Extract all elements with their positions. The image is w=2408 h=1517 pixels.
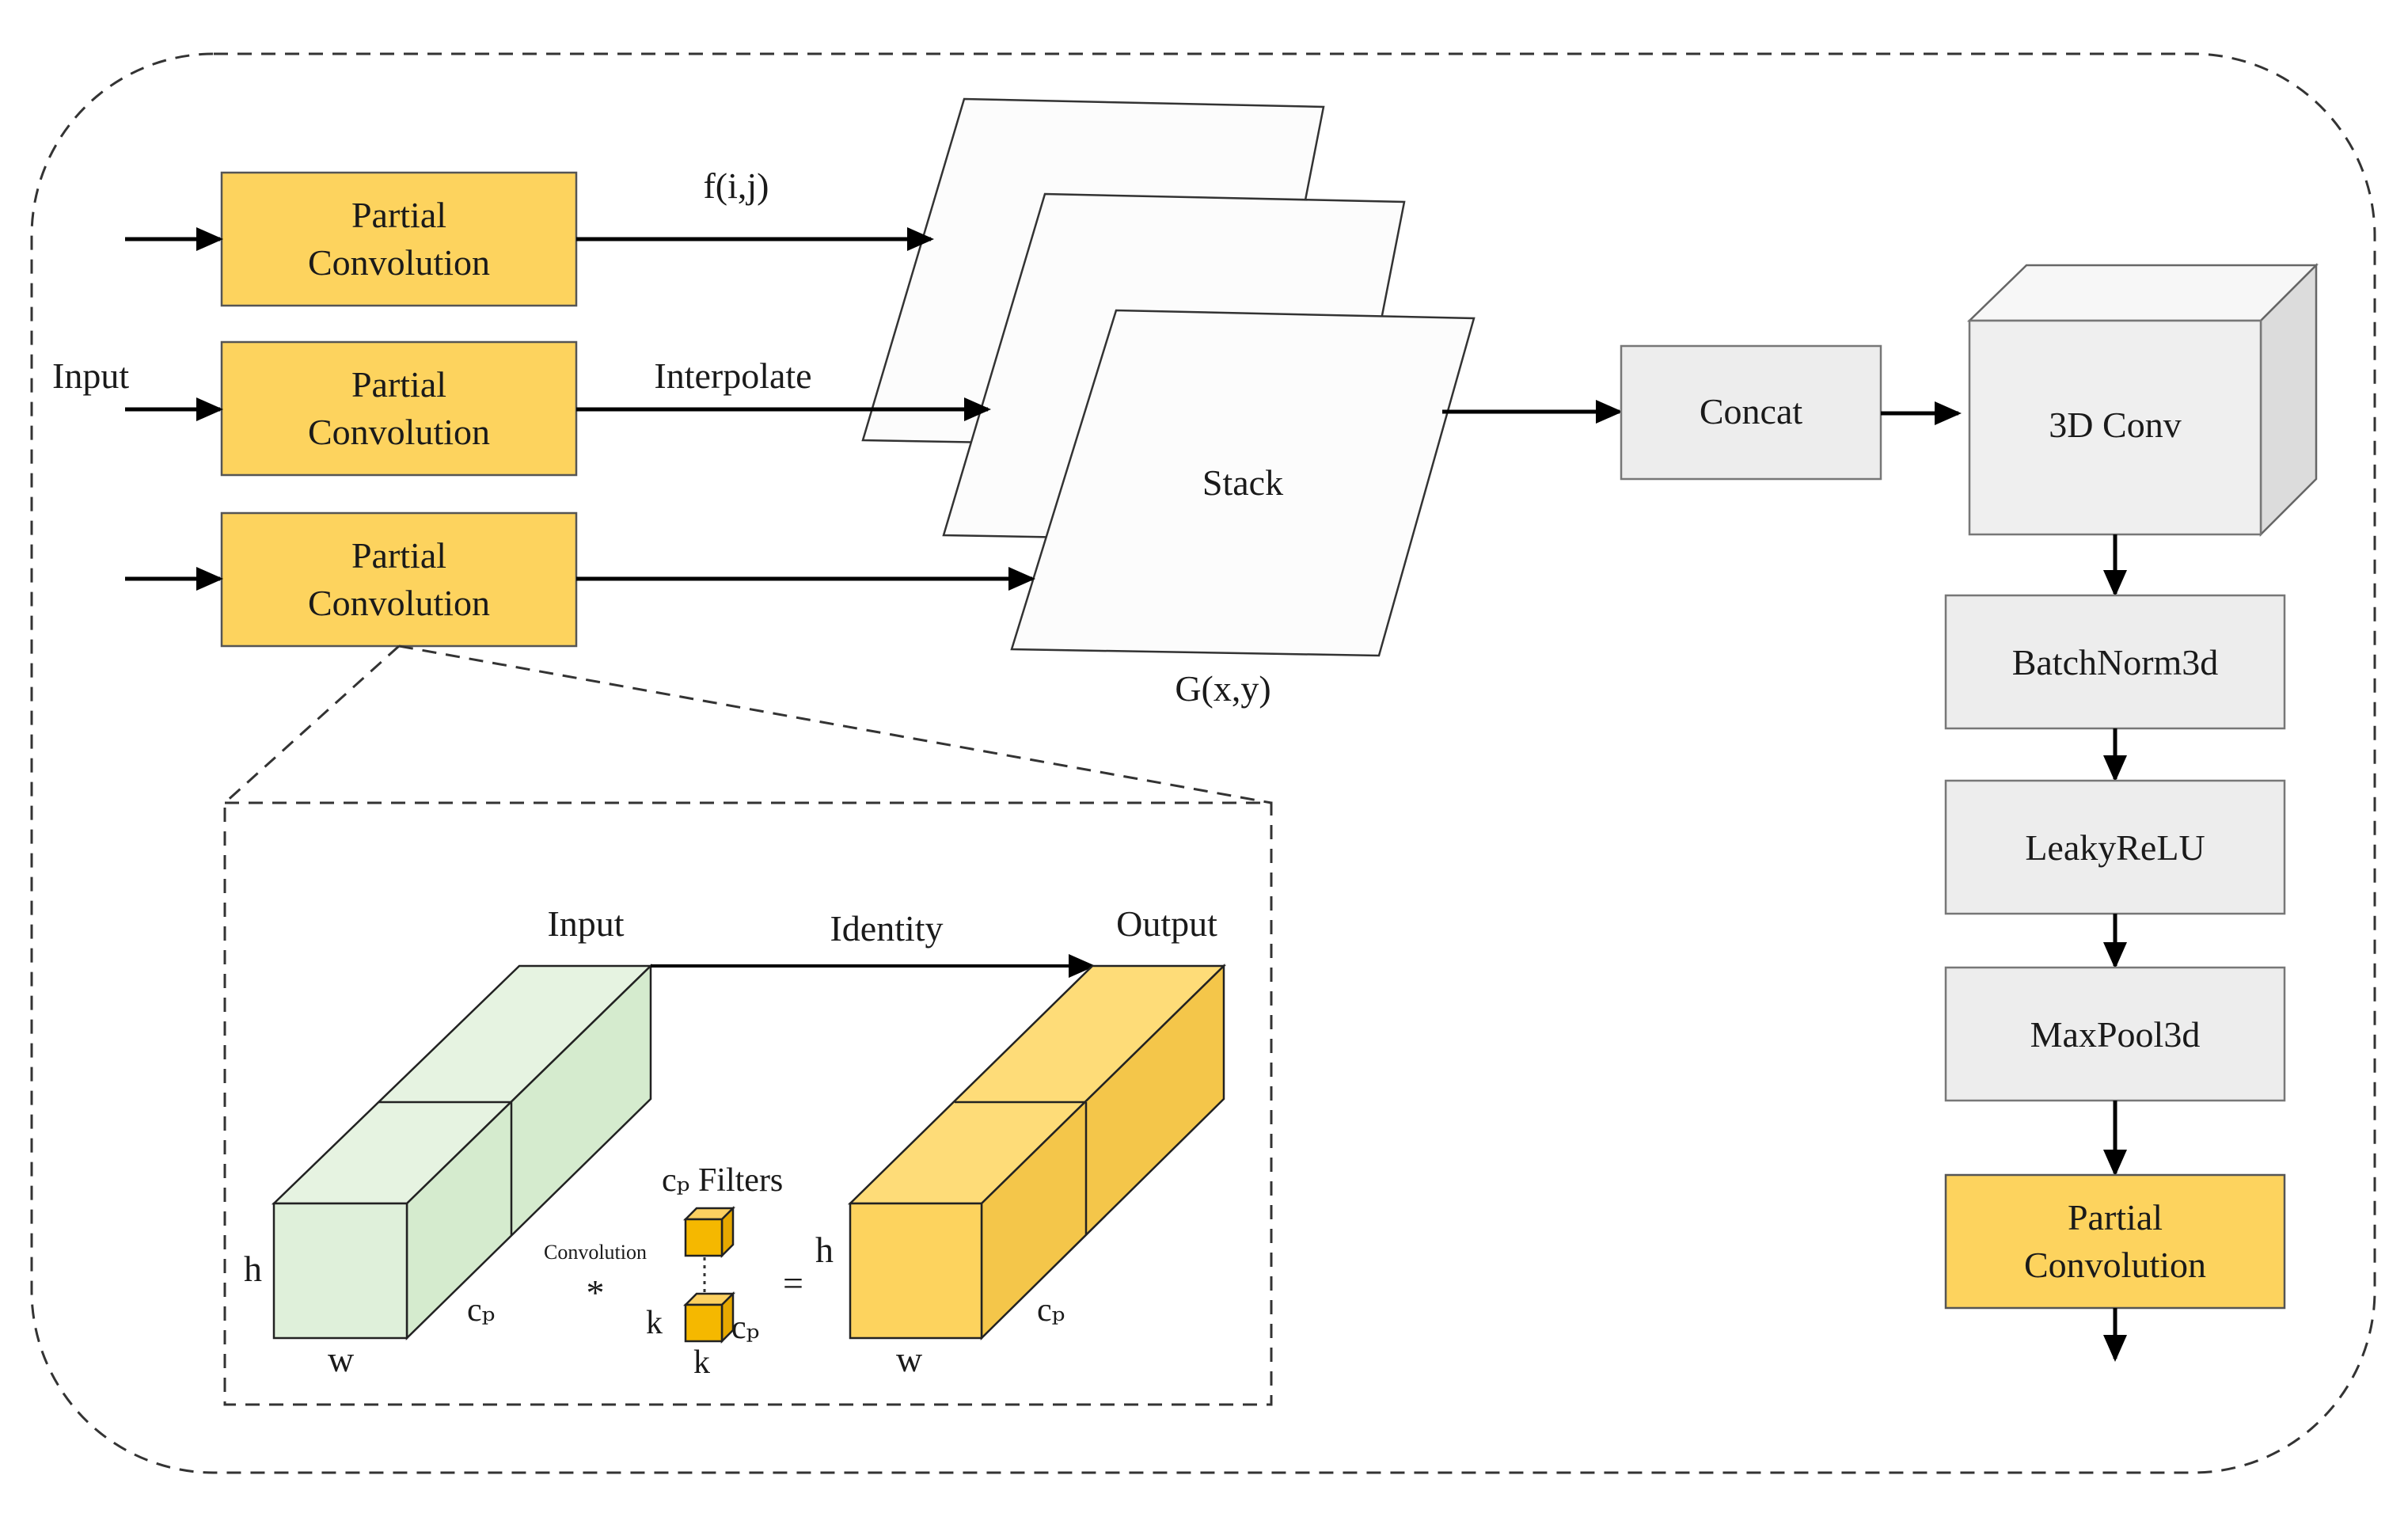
filter-cube-top <box>682 1205 736 1259</box>
input-tensor <box>271 964 654 1340</box>
output-tensor <box>847 964 1227 1340</box>
conv3d-label: 3D Conv <box>2049 405 2181 445</box>
partial-conv-1-line2: Convolution <box>308 242 490 283</box>
inset-convolution-label: Convolution <box>544 1241 647 1264</box>
inset-k-bottom-label: k <box>693 1344 710 1381</box>
concat-label: Concat <box>1700 391 1803 432</box>
batchnorm-label: BatchNorm3d <box>2012 642 2219 682</box>
concat-box: Concat <box>1620 344 1882 481</box>
stack-bottom-label: G(x,y) <box>1175 668 1270 709</box>
middle-edge-label: Interpolate <box>654 355 811 396</box>
zoom-line-left <box>223 644 401 804</box>
inset-identity-label: Identity <box>830 908 943 949</box>
leakyrelu-box: LeakyReLU <box>1944 779 2286 915</box>
inset-equals: = <box>783 1263 803 1303</box>
partial-conv-box-2: Partial Convolution <box>220 340 578 477</box>
top-edge-label: f(i,j) <box>703 165 769 206</box>
zoom-line-right <box>398 644 1272 804</box>
inset-cp-filter-label: cₚ <box>731 1310 759 1346</box>
inset-cp-label: cₚ <box>467 1292 495 1329</box>
inset-w-label: w <box>328 1339 355 1379</box>
conv3d-box: 3D Conv <box>1966 262 2319 538</box>
leakyrelu-label: LeakyReLU <box>2025 827 2205 868</box>
inset-h-label: h <box>244 1249 262 1289</box>
partial-conv-1-line1: Partial <box>351 195 446 235</box>
filter-cube-bottom <box>682 1291 736 1344</box>
inset-input-label: Input <box>547 903 624 944</box>
stack-plane-front <box>1010 309 1476 657</box>
inset-dashed-box <box>223 801 1273 1406</box>
partial-conv-2-line2: Convolution <box>308 412 490 452</box>
partial-conv-box-1: Partial Convolution <box>220 171 578 307</box>
partial-conv-3-line2: Convolution <box>308 583 490 623</box>
final-partial-conv-box: Partial Convolution <box>1944 1173 2286 1310</box>
inset-out-w-label: w <box>896 1339 923 1379</box>
stack-label: Stack <box>1202 462 1283 503</box>
inset-filters-label: cₚ Filters <box>662 1162 783 1199</box>
batchnorm-box: BatchNorm3d <box>1944 594 2286 730</box>
final-partial-conv-line1: Partial <box>2068 1197 2163 1238</box>
final-partial-conv-line2: Convolution <box>2024 1245 2206 1285</box>
partial-conv-3-line1: Partial <box>351 535 446 576</box>
inset-out-h-label: h <box>815 1230 834 1270</box>
maxpool-box: MaxPool3d <box>1944 966 2286 1102</box>
inset-star: * <box>587 1272 605 1313</box>
inset-k-label: k <box>646 1305 663 1341</box>
maxpool-label: MaxPool3d <box>2030 1014 2201 1055</box>
partial-conv-2-line1: Partial <box>351 364 446 405</box>
input-label: Input <box>52 355 129 396</box>
inset-out-cp-label: cₚ <box>1037 1292 1065 1329</box>
outer-dashed-border <box>30 52 2376 1474</box>
partial-conv-box-3: Partial Convolution <box>220 511 578 648</box>
inset-output-label: Output <box>1116 903 1217 944</box>
